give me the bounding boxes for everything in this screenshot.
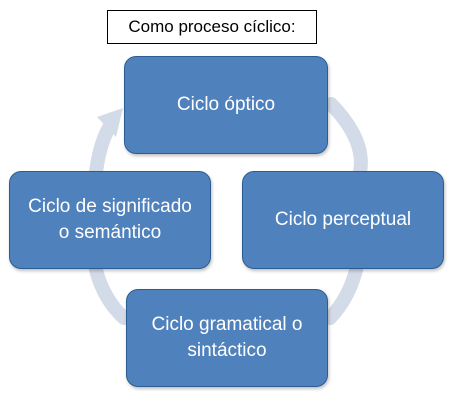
node-grammatical-cycle-line-1: Ciclo gramatical o — [151, 314, 303, 336]
cycle-arc-bottom-left — [89, 263, 131, 325]
node-optical-cycle-label: Ciclo óptico — [177, 92, 275, 118]
cycle-arrowhead — [97, 108, 123, 137]
node-optical-cycle-line-1: Ciclo óptico — [176, 94, 276, 116]
node-grammatical-cycle-label: Ciclo gramatical o sintáctico — [152, 312, 303, 363]
diagram-title-text: Como proceso cíclico: — [128, 17, 296, 36]
node-perceptual-cycle-line-1: Ciclo perceptual — [274, 209, 412, 231]
node-perceptual-cycle: Ciclo perceptual — [242, 171, 444, 269]
diagram-title: Como proceso cíclico: — [107, 10, 317, 44]
node-semantic-cycle-line-1: Ciclo de significado — [28, 196, 192, 218]
cycle-arc-top-left — [89, 119, 117, 179]
node-grammatical-cycle-line-2: sintáctico — [187, 340, 267, 361]
cycle-arc-bottom-right — [323, 259, 364, 325]
cycle-arc-top-right — [324, 97, 368, 179]
node-grammatical-cycle: Ciclo gramatical o sintáctico — [126, 289, 328, 387]
node-semantic-cycle-label: Ciclo de significado o semántico — [28, 194, 192, 245]
node-perceptual-cycle-label: Ciclo perceptual — [275, 207, 411, 233]
node-semantic-cycle: Ciclo de significado o semántico — [9, 171, 211, 269]
node-optical-cycle: Ciclo óptico — [124, 56, 328, 154]
node-semantic-cycle-line-2: o semántico — [58, 222, 162, 243]
